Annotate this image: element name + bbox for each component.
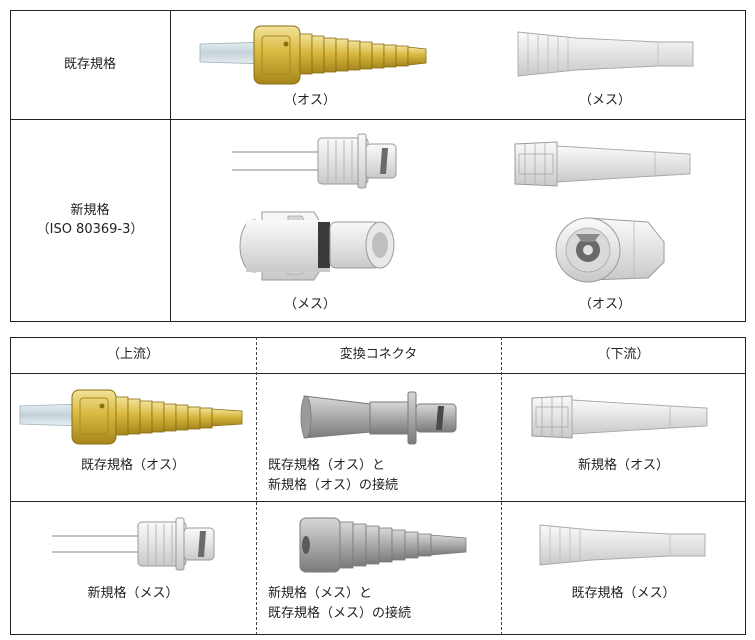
table1-row-divider xyxy=(10,119,746,120)
downstream-new-male-image xyxy=(531,395,708,439)
existing-male-connector-image xyxy=(199,25,427,85)
header-converter-connector: 変換コネクタ xyxy=(339,347,418,362)
table2-header-divider xyxy=(10,373,746,374)
new-male-caption: （オス） xyxy=(578,297,631,312)
new-male-connector-side-image xyxy=(514,141,691,187)
row-label-new-standard: 新規格 xyxy=(70,203,110,218)
table2-row-divider xyxy=(10,501,746,502)
table1-column-divider xyxy=(170,10,171,322)
upstream-existing-male-caption: 既存規格（オス） xyxy=(80,458,185,473)
table-converter-connectors xyxy=(10,337,746,635)
downstream-existing-female-image xyxy=(539,524,706,566)
header-upstream: （上流） xyxy=(106,347,159,362)
new-male-connector-3d-image xyxy=(555,217,665,283)
downstream-existing-female-caption: 既存規格（メス） xyxy=(571,586,676,601)
converter-row1-caption-line2: 新規格（オス）の接続 xyxy=(268,478,399,493)
row-label-new-standard-iso: （ISO 80369-3） xyxy=(36,222,144,237)
converter-new-to-existing-female-image xyxy=(299,517,467,573)
upstream-existing-male-image xyxy=(19,389,243,445)
table2-column-divider-1 xyxy=(256,337,257,635)
new-female-connector-side-image xyxy=(232,133,397,189)
downstream-new-male-caption: 新規格（オス） xyxy=(577,458,669,473)
row-label-existing-standard: 既存規格 xyxy=(63,57,116,72)
existing-male-caption: （オス） xyxy=(283,93,336,108)
new-female-caption: （メス） xyxy=(283,297,336,312)
table-existing-vs-new xyxy=(10,10,746,322)
new-female-connector-3d-image xyxy=(239,211,395,281)
converter-existing-to-new-male-image xyxy=(300,391,457,445)
existing-female-caption: （メス） xyxy=(578,93,631,108)
upstream-new-female-caption: 新規格（メス） xyxy=(87,586,179,601)
converter-row2-caption-line1: 新規格（メス）と xyxy=(268,586,373,601)
upstream-new-female-image xyxy=(52,517,215,571)
converter-row1-caption-line1: 既存規格（オス）と xyxy=(268,458,386,473)
header-downstream: （下流） xyxy=(597,347,650,362)
converter-row2-caption-line2: 既存規格（メス）の接続 xyxy=(268,606,412,621)
existing-female-connector-image xyxy=(517,31,694,77)
table2-column-divider-2 xyxy=(501,337,502,635)
